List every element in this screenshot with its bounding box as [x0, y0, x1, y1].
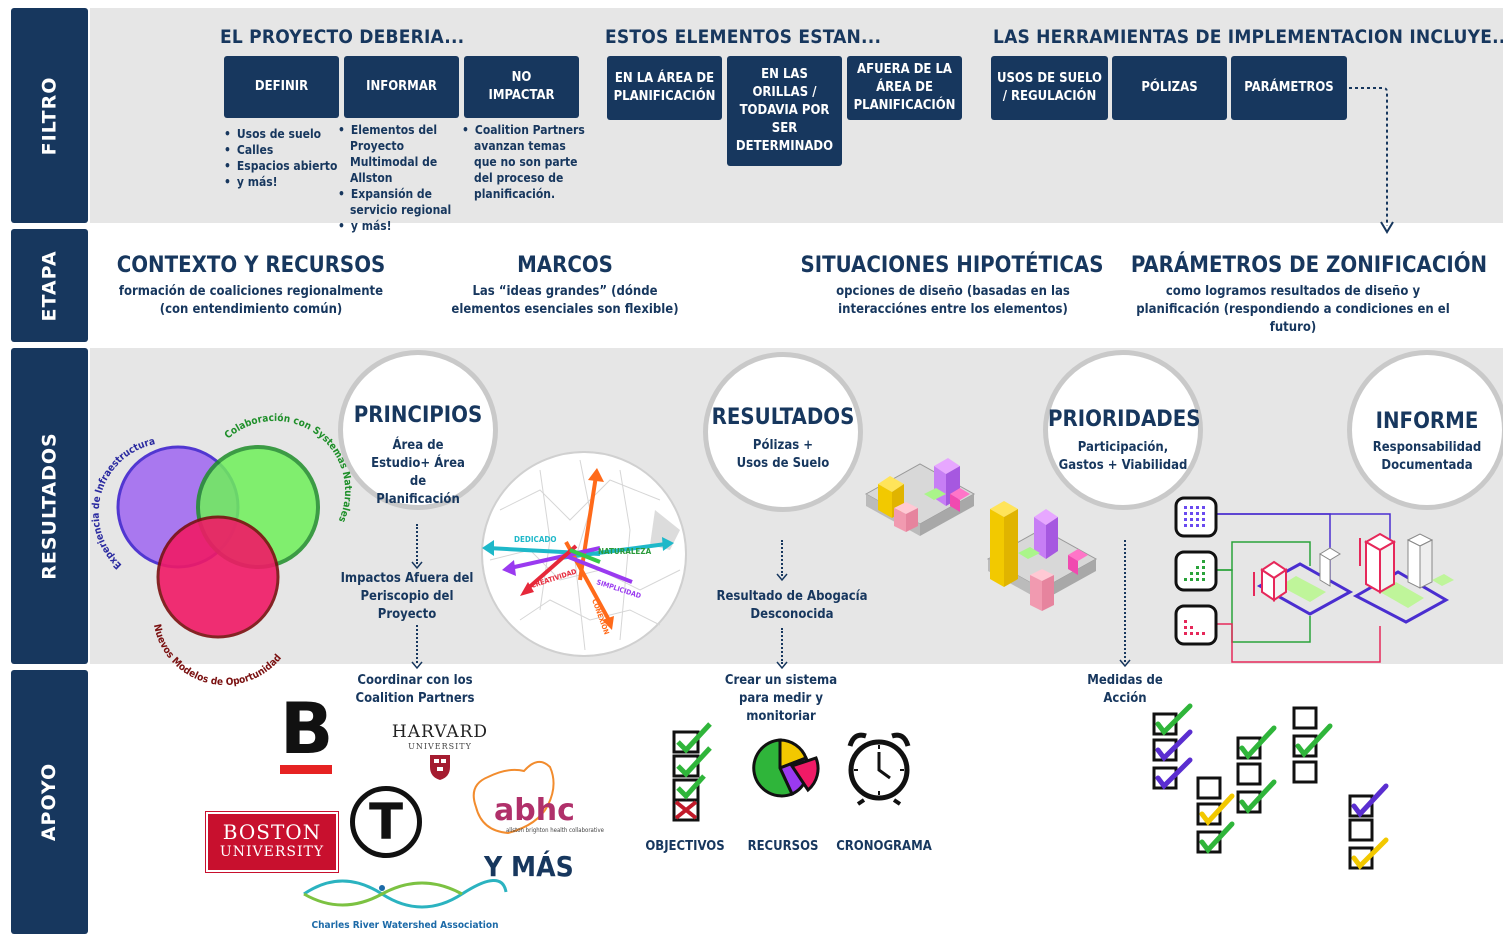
label-cronograma: CRONOGRAMA — [836, 839, 932, 854]
stage-contexto-title: CONTEXTO Y RECURSOS — [116, 253, 386, 278]
map-arrow-simplicidad — [565, 554, 633, 584]
informar-item: Expansión de servicio regional — [338, 186, 456, 218]
objectives-checklist-icon — [672, 722, 712, 822]
resultados-dotted-line — [781, 540, 783, 576]
logo-harvard: HARVARD UNIVERSITY — [388, 722, 492, 790]
abogacia-dotted-line — [781, 628, 783, 664]
zoning-parameters-diagram — [1174, 496, 1454, 663]
frameworks-map: DEDICADO NATURALEZA CREATIVIDAD SIMPLICI… — [481, 451, 687, 657]
logo-boston-globe-b: B — [280, 694, 333, 774]
box-usos-suelo: USOS DE SUELO / REGULACIÓN — [991, 56, 1108, 120]
map-arrow-creatividad — [509, 546, 601, 570]
crwa-wave-icon — [303, 879, 508, 909]
stage-contexto-sub: formación de coaliciones regionalmente (… — [118, 284, 384, 317]
stage-marcos-sub: Las “ideas grandes” (dónde elementos ese… — [451, 284, 679, 317]
stage-situaciones-title: SITUACIONES HIPOTÉTICAS — [800, 253, 1104, 278]
principios-dotted-line — [416, 524, 418, 564]
scenario-blocks-1 — [864, 458, 976, 536]
parametros-connector-arrow — [1349, 87, 1394, 234]
circle-prioridades: PRIORIDADES Participación, Gastos + Viab… — [1043, 350, 1203, 510]
principios-arrow-down — [411, 561, 423, 570]
note-medidas: Medidas de Acción — [1087, 673, 1163, 706]
abogacia-arrow-down — [776, 661, 788, 670]
stage-marcos-title: MARCOS — [517, 253, 613, 278]
no-impactar-item: Coalition Partners avanzan temas que no … — [462, 122, 586, 202]
circle-principios: PRINCIPIOS Área de Estudio+ Área de Plan… — [338, 350, 498, 510]
definir-item: Calles — [224, 142, 344, 158]
informar-item: y más! — [338, 218, 456, 234]
row-label-resultados: RESULTADOS — [11, 348, 88, 664]
box-polizas: PÓLIZAS — [1112, 56, 1227, 120]
box-en-area: EN LA ÁREA DE PLANIFICACIÓN — [607, 56, 722, 120]
map-label-naturaleza: NATURALEZA — [598, 547, 652, 556]
stage-situaciones-sub: opciones de diseño (basadas en las inter… — [836, 284, 1070, 317]
logo-boston-university: BOSTON UNIVERSITY — [205, 811, 339, 873]
principios-sub: Área de Estudio+ Área de Planificación — [371, 438, 465, 507]
resultados-title: RESULTADOS — [711, 405, 855, 430]
resources-pie-icon — [752, 738, 820, 798]
list-no-impactar: Coalition Partners avanzan temas que no … — [462, 122, 586, 202]
impactos-dotted-line — [416, 625, 418, 663]
resultados-arrow-down — [776, 573, 788, 582]
stage-parametros-title: PARÁMETROS DE ZONIFICACIÓN — [1130, 253, 1488, 278]
icon-dots-purple — [1174, 496, 1218, 538]
venn-circle-oportunidad — [156, 515, 280, 639]
venn-diagram: Experiencia de Infraestructura Colaborac… — [91, 412, 354, 688]
row-label-apoyo: APOYO — [11, 670, 88, 934]
note-coordinar: Coordinar con los Coalition Partners — [355, 673, 475, 706]
list-definir: Usos de suelo Calles Espacios abierto y … — [224, 126, 344, 190]
list-informar: Elementos del Proyecto Multimodal de All… — [338, 122, 456, 234]
stage-parametros-sub: como logramos resultados de diseño y pla… — [1136, 284, 1450, 335]
principios-title: PRINCIPIOS — [353, 403, 483, 428]
map-arrow-naturaleza — [559, 542, 667, 560]
resultados-sub: Pólizas + Usos de Suelo — [736, 438, 830, 471]
map-label-dedicado: DEDICADO — [514, 535, 557, 544]
scenario-blocks-2 — [986, 501, 1098, 611]
box-no-impactar: NO IMPACTAR — [464, 56, 579, 118]
note-crear-sistema: Crear un sistema para medir y monitoriar — [724, 673, 838, 724]
prioridades-title: PRIORIDADES — [1048, 407, 1201, 432]
row-label-etapa: ETAPA — [11, 229, 88, 342]
row-label-filtro: FILTRO — [11, 8, 88, 223]
note-resultado-abogacia: Resultado de Abogacía Desconocida — [716, 589, 868, 622]
logo-y-mas: Y MÁS — [484, 850, 574, 883]
filtro-heading-proyecto: EL PROYECTO DEBERIA... — [220, 26, 465, 48]
definir-item: Espacios abierto — [224, 158, 344, 174]
prioridades-dotted-line — [1124, 540, 1126, 662]
zoning-block-b — [1352, 532, 1454, 624]
logo-abhc: abhc allston brighton health collaborati… — [468, 755, 618, 845]
informe-sub: Responsabilidad Documentada — [1372, 440, 1482, 473]
harvard-shield-icon — [430, 755, 450, 780]
circle-resultados: RESULTADOS Pólizas + Usos de Suelo — [703, 352, 863, 512]
action-measures-checkboxes — [1152, 703, 1389, 870]
prioridades-arrow-down — [1119, 659, 1131, 668]
logo-crwa: Charles River Watershed Association — [302, 872, 508, 932]
box-informar: INFORMAR — [344, 56, 459, 118]
circle-informe: INFORME Responsabilidad Documentada — [1347, 350, 1503, 510]
box-en-orillas: EN LAS ORILLAS / TODAVIA POR SER DETERMI… — [727, 56, 842, 166]
box-parametros: PARÁMETROS — [1231, 56, 1347, 120]
icon-dots-green — [1174, 550, 1218, 592]
impactos-arrow-down — [411, 661, 423, 670]
logo-mbta-t: T — [350, 786, 422, 858]
filtro-heading-herramientas: LAS HERRAMIENTAS DE IMPLEMENTACION INCLU… — [993, 26, 1503, 48]
label-objectivos: OBJECTIVOS — [645, 839, 725, 854]
prioridades-sub: Participación, Gastos + Viabilidad — [1058, 440, 1188, 473]
informar-item: Elementos del Proyecto Multimodal de All… — [338, 122, 456, 186]
label-recursos: RECURSOS — [747, 839, 819, 854]
filtro-heading-elementos: ESTOS ELEMENTOS ESTAN... — [605, 26, 882, 48]
informe-title: INFORME — [1375, 409, 1479, 434]
icon-dots-pink — [1174, 604, 1218, 646]
timeline-clock-icon — [847, 732, 911, 806]
definir-item: y más! — [224, 174, 344, 190]
box-afuera: AFUERA DE LA ÁREA DE PLANIFICACIÓN — [847, 56, 962, 120]
box-definir: DEFINIR — [224, 56, 339, 118]
definir-item: Usos de suelo — [224, 126, 344, 142]
note-impactos: Impactos Afuera del Periscopio del Proye… — [340, 571, 474, 622]
zoning-block-a — [1253, 547, 1354, 616]
